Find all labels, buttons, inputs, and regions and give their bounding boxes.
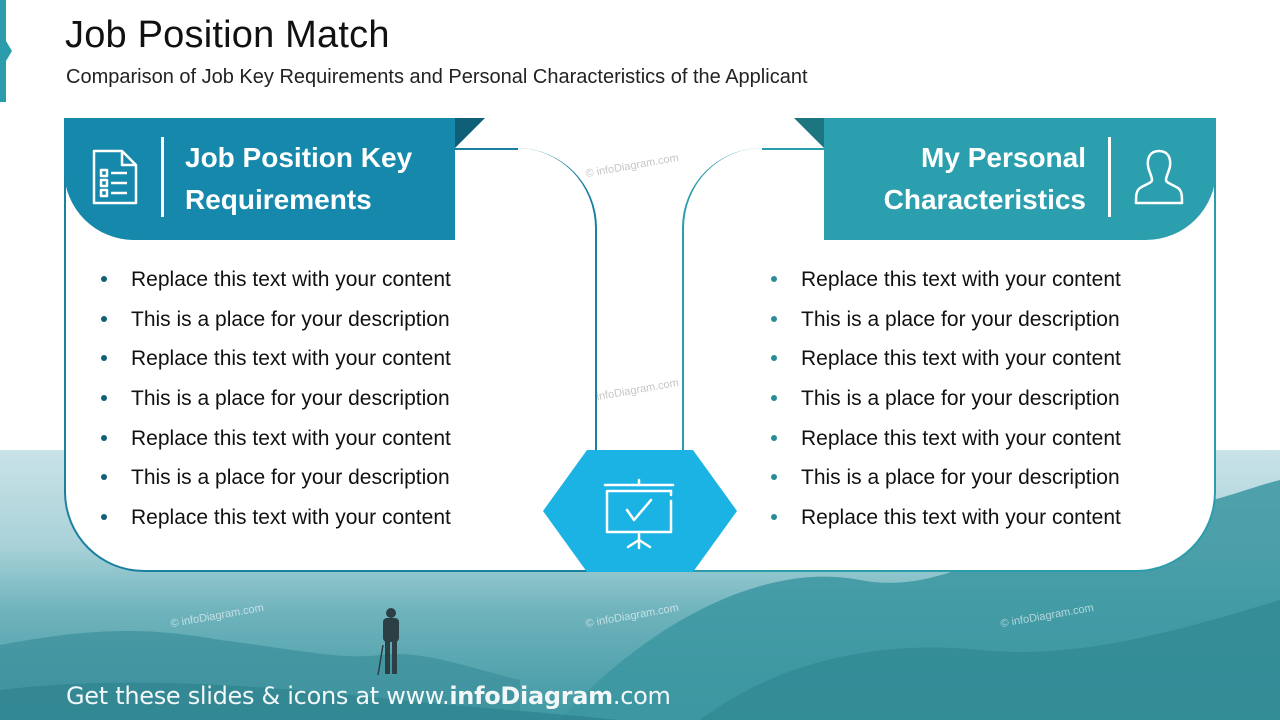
watermark: © infoDiagram.com [584,376,680,406]
footer-suffix: .com [612,682,671,710]
list-item: Replace this text with your content [771,341,1121,381]
card-title-line: Characteristics [883,184,1086,215]
footer-brand: infoDiagram [449,682,613,710]
accent-bar [0,0,6,102]
slide-title: Job Position Match [65,14,390,56]
list-item: Replace this text with your content [101,341,451,381]
center-hexagon [543,450,737,572]
checklist-document-icon [91,148,139,211]
personal-characteristics-list: Replace this text with your content This… [771,262,1121,540]
header-divider [161,137,164,217]
header-fold [794,118,824,148]
list-item: Replace this text with your content [771,262,1121,302]
card-title: Job Position Key Requirements [185,137,412,221]
card-title-line: Job Position Key [185,142,413,173]
header-fold [455,118,485,148]
card-border [762,148,824,150]
job-requirements-header: Job Position Key Requirements [64,118,455,240]
header-divider [1108,137,1111,217]
list-item: Replace this text with your content [101,421,451,461]
list-item: Replace this text with your content [771,500,1121,540]
card-title: My Personal Characteristics [884,137,1086,221]
personal-characteristics-header: My Personal Characteristics [824,118,1216,240]
footer-prefix: Get these slides & icons at www. [66,682,450,710]
list-item: This is a place for your description [771,381,1121,421]
list-item: This is a place for your description [771,460,1121,500]
presentation-board-check-icon [603,478,675,550]
user-icon [1132,148,1186,211]
watermark: © infoDiagram.com [584,151,680,181]
list-item: This is a place for your description [101,381,451,421]
list-item: Replace this text with your content [101,262,451,302]
job-requirements-list: Replace this text with your content This… [101,262,451,540]
list-item: Replace this text with your content [771,421,1121,461]
card-title-line: My Personal [921,142,1086,173]
list-item: This is a place for your description [771,302,1121,342]
card-border [454,148,518,150]
list-item: Replace this text with your content [101,500,451,540]
slide-subtitle: Comparison of Job Key Requirements and P… [66,66,808,88]
footer-promo: Get these slides & icons at www.infoDiag… [66,682,671,710]
accent-notch [6,41,12,61]
list-item: This is a place for your description [101,460,451,500]
card-title-line: Requirements [185,184,372,215]
list-item: This is a place for your description [101,302,451,342]
